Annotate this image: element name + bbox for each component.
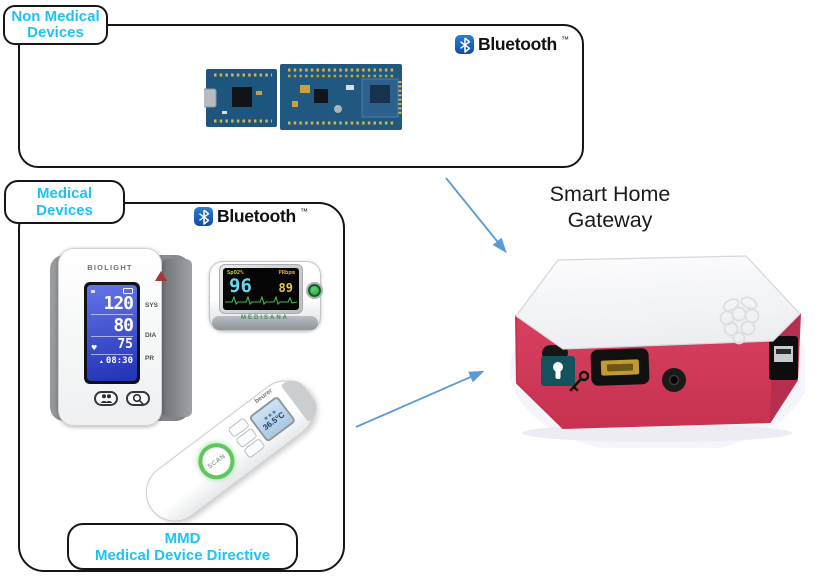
pr-label: PRbpm (278, 270, 295, 276)
blood-pressure-monitor: BIOLIGHT 120 80 ♥ 75 ▴ 08:30 SYS DIA PR (44, 245, 196, 429)
medical-devices-tag: Medical Devices (4, 180, 125, 224)
bluetooth-logo-medical: Bluetooth ™ (194, 206, 308, 227)
chip (232, 87, 252, 107)
spo2-value: 96 (229, 275, 252, 297)
battery-icon (123, 288, 133, 294)
hdmi-port (590, 348, 650, 386)
oximeter-power-button (306, 282, 323, 299)
oximeter-display: SpO2% PRbpm 96 89 (223, 268, 299, 310)
gateway-title-line2: Gateway (567, 208, 653, 232)
bluetooth-trademark: ™ (560, 35, 569, 44)
medical-tag-line1: Medical (36, 185, 93, 202)
mmd-line2: Medical Device Directive (94, 546, 271, 564)
arrow-medical-to-gateway (355, 370, 485, 428)
bluetooth-trademark: ™ (299, 207, 308, 216)
bluetooth-icon (194, 207, 213, 226)
alarm-icon: ▴ (99, 357, 103, 365)
non-medical-devices-tag: Non Medical Devices (3, 5, 108, 45)
bluetooth-icon (455, 35, 474, 54)
scan-label: SCAN (206, 452, 227, 471)
key-icon (569, 370, 590, 392)
magnifier-icon (132, 393, 144, 405)
arrow-nonmedical-to-gateway (445, 177, 507, 254)
heart-icon: ♥ (91, 344, 98, 352)
pr-value: 89 (278, 281, 293, 295)
case-shadow (522, 424, 792, 442)
bp-display: 120 80 ♥ 75 ▴ 08:30 (87, 285, 137, 381)
bp-dia-value: 80 (113, 315, 134, 336)
bp-pr-label: PR (145, 355, 155, 362)
medical-tag-line2: Devices (36, 202, 93, 219)
raspberry-logo (719, 296, 760, 345)
bp-time: 08:30 (105, 356, 133, 366)
oximeter-brand: MEDISANA (240, 315, 289, 321)
thermometer-scan-button: SCAN (191, 436, 242, 487)
oximeter-finger-clip (212, 316, 318, 330)
usb-port (769, 336, 798, 380)
pulse-oximeter: SpO2% PRbpm 96 89 MEDISANA (209, 258, 325, 336)
raspberry-pi-gateway (510, 255, 805, 448)
bluetooth-wordmark: Bluetooth (478, 34, 557, 54)
ble-module (361, 78, 399, 118)
gateway-title: Smart Home Gateway (520, 181, 700, 233)
pulse-waveform (225, 296, 297, 305)
bp-marker-triangle (155, 271, 167, 281)
users-icon (100, 394, 112, 403)
bp-pr-value: 75 (117, 337, 133, 352)
bp-memory-button (126, 391, 150, 406)
bp-dia-label: DIA (145, 332, 157, 339)
mmd-tag: MMD Medical Device Directive (67, 523, 298, 570)
micro-usb-connector (204, 88, 217, 108)
non-medical-tag-line1: Non Medical (11, 8, 100, 25)
gateway-title-line1: Smart Home (549, 182, 671, 206)
non-medical-tag-line2: Devices (27, 24, 84, 41)
bp-brand: BIOLIGHT (87, 263, 133, 272)
bp-cuff-strap (162, 259, 192, 417)
bluetooth-logo-nonmedical: Bluetooth ™ (455, 34, 569, 55)
bp-user-button (94, 391, 118, 406)
lock-icon (541, 356, 575, 386)
pi-case-lid (515, 255, 801, 350)
bp-sys-value: 120 (103, 293, 134, 314)
bp-status-icon (91, 289, 95, 293)
spo2-label: SpO2% (227, 270, 244, 276)
bluetooth-wordmark: Bluetooth (217, 206, 296, 226)
push-button (334, 105, 342, 113)
ble-dev-board (204, 64, 402, 130)
mmd-line1: MMD (164, 529, 201, 547)
mcu-chip (314, 89, 328, 103)
bp-sys-label: SYS (145, 302, 159, 309)
